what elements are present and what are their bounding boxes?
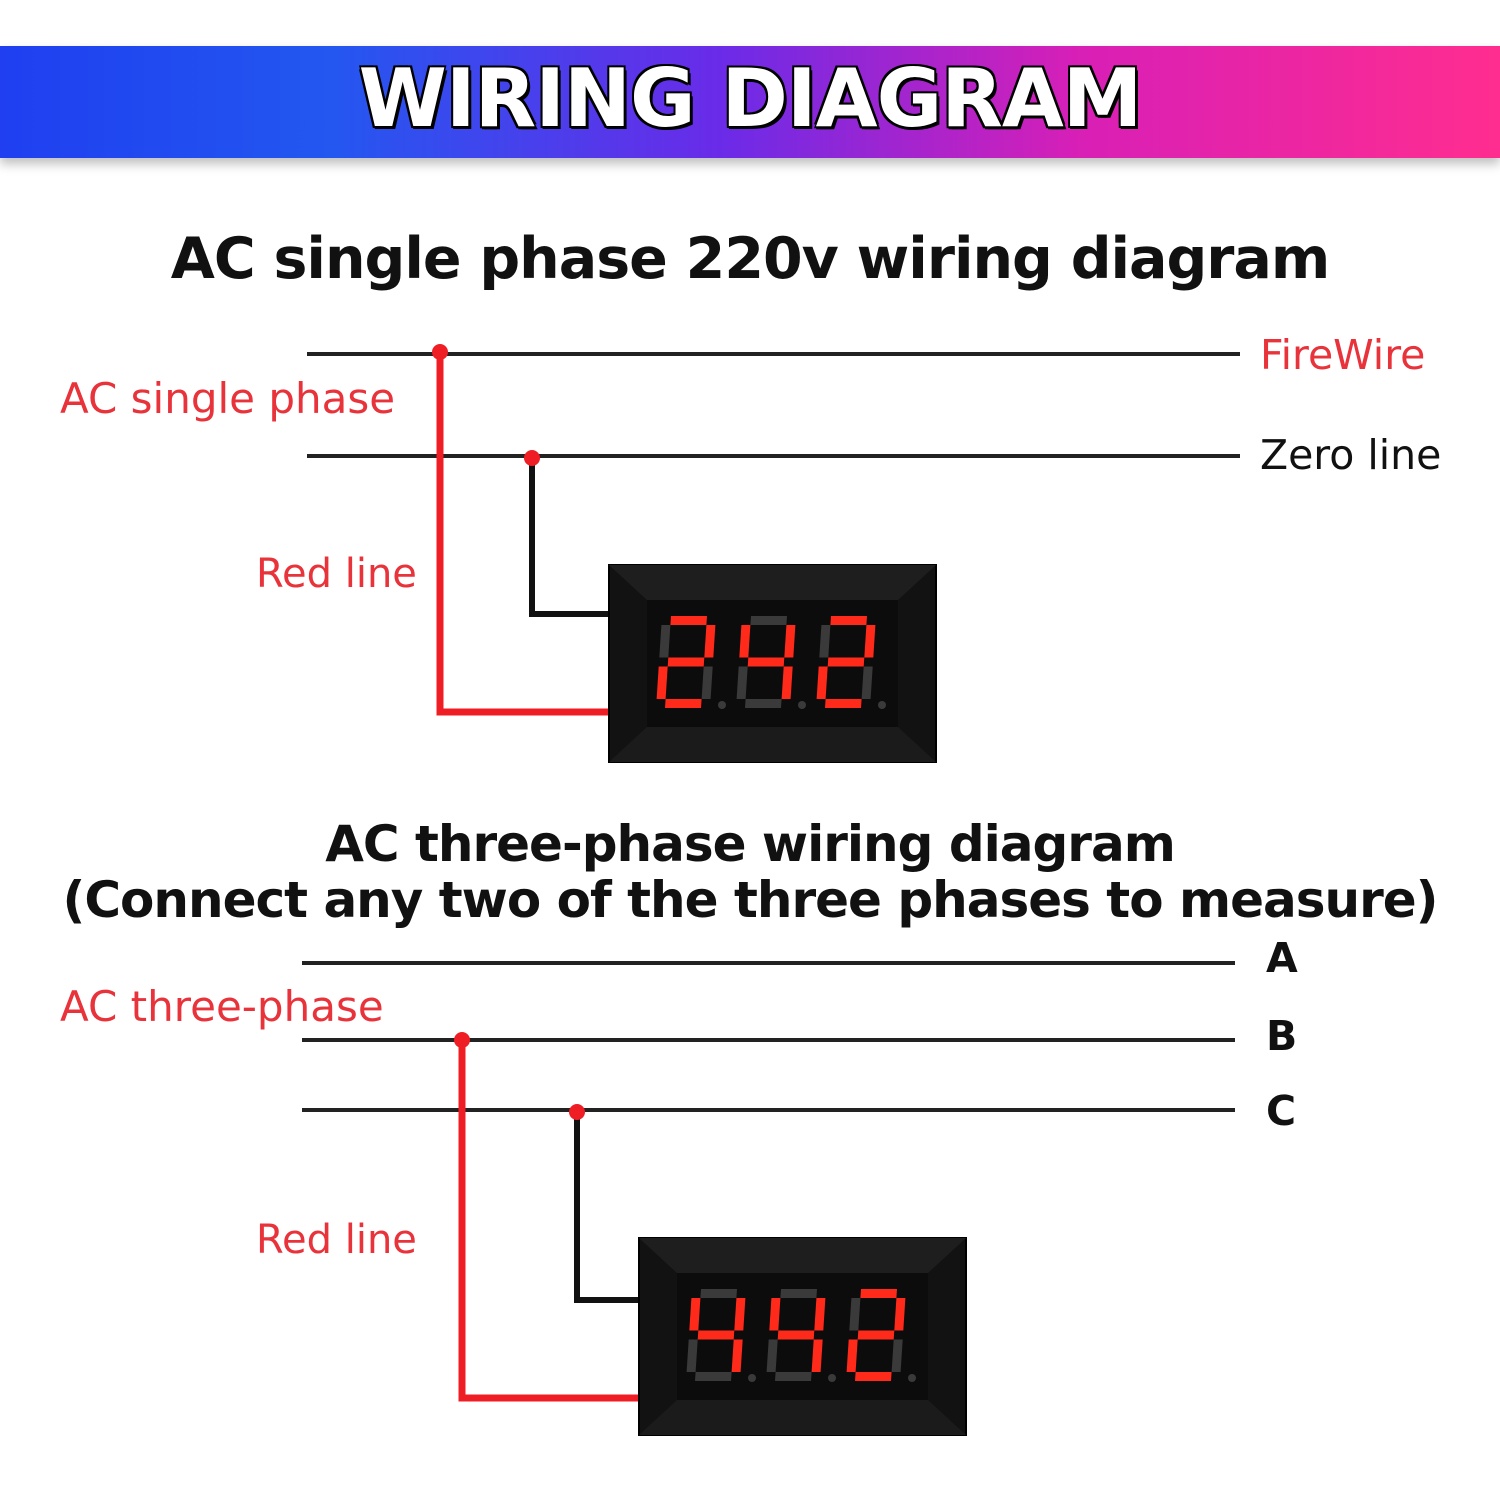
digit-1-segment-b (734, 1298, 746, 1331)
digit-2-segment-d (775, 1372, 812, 1381)
red-wire (458, 1040, 640, 1402)
digit-2-segment-d (745, 699, 782, 708)
red-wire (436, 352, 612, 716)
digit-2-segment-g (777, 1330, 815, 1340)
digit-3-segment-c (891, 1339, 903, 1372)
digit-1-segment-a (700, 1289, 737, 1298)
digit-2-segment-c (781, 666, 793, 699)
digit-1-segment-d (695, 1372, 732, 1381)
three-phase-subheading: (Connect any two of the three phases to … (62, 871, 1439, 929)
digit-3-segment-c (861, 666, 873, 699)
ac-single-phase-label: AC single phase (60, 374, 396, 423)
digit-3-segment-e (846, 1339, 858, 1372)
digit-1-segment-e (656, 666, 668, 699)
firewire-junction-dot (432, 344, 448, 360)
digit-1-segment-g (667, 657, 705, 667)
digit-2-segment-f (739, 625, 751, 658)
digit-2-segment-e (766, 1339, 778, 1372)
meter-digits-three-phase (686, 1289, 916, 1382)
digit-2-decimal-point (798, 701, 806, 709)
digit-2-segment-g (747, 657, 785, 667)
ac-three-phase-label: AC three-phase (60, 982, 384, 1031)
meter-digits-single-phase (656, 616, 886, 709)
three-phase-diagram (302, 961, 1235, 1436)
digit-3-decimal-point (908, 1374, 916, 1382)
digit-2-segment-e (736, 666, 748, 699)
phase-a-label: A (1266, 934, 1298, 982)
banner-title: WIRING DIAGRAM (358, 52, 1143, 145)
digit-1-segment-b (704, 625, 716, 658)
single-phase-heading: AC single phase 220v wiring diagram (170, 226, 1331, 292)
phase-b-junction-dot (454, 1032, 470, 1048)
digit-3-segment-g (857, 1330, 895, 1340)
phase-b-label: B (1266, 1012, 1298, 1060)
digit-2-segment-a (780, 1289, 817, 1298)
digit-2-segment-c (811, 1339, 823, 1372)
single-phase-diagram (307, 344, 1240, 763)
firewire-label: FireWire (1260, 331, 1426, 379)
digit-1-segment-g (697, 1330, 735, 1340)
digit-1-segment-c (731, 1339, 743, 1372)
digit-3-segment-f (849, 1298, 861, 1331)
digit-2-segment-a (750, 616, 787, 625)
voltmeter-single-phase (608, 564, 937, 763)
digit-3-segment-d (825, 699, 862, 708)
phase-c-junction-dot (569, 1104, 585, 1120)
digit-1-decimal-point (748, 1374, 756, 1382)
three-phase-heading: AC three-phase wiring diagram (325, 815, 1176, 873)
red-line-label: Red line (256, 551, 417, 597)
zero-line-junction-dot (524, 450, 540, 466)
black-wire (574, 1112, 640, 1303)
digit-1-segment-f (659, 625, 671, 658)
digit-1-segment-e (686, 1339, 698, 1372)
digit-3-segment-e (816, 666, 828, 699)
digit-3-segment-f (819, 625, 831, 658)
digit-1-segment-a (670, 616, 707, 625)
digit-1-decimal-point (718, 701, 726, 709)
zero-line-label: Zero line (1260, 431, 1442, 479)
digit-2-segment-b (814, 1298, 826, 1331)
digit-3-segment-d (855, 1372, 892, 1381)
voltmeter-three-phase (638, 1237, 967, 1436)
digit-3-segment-a (860, 1289, 897, 1298)
black-wire (529, 458, 612, 617)
digit-3-segment-a (830, 616, 867, 625)
red-line-label: Red line (256, 1217, 417, 1263)
title-banner: WIRING DIAGRAM (0, 46, 1500, 158)
digit-2-segment-b (784, 625, 796, 658)
digit-2-segment-f (769, 1298, 781, 1331)
digit-3-segment-b (864, 625, 876, 658)
digit-1-segment-f (689, 1298, 701, 1331)
digit-1-segment-c (701, 666, 713, 699)
digit-3-segment-g (827, 657, 865, 667)
digit-2-decimal-point (828, 1374, 836, 1382)
digit-1-segment-d (665, 699, 702, 708)
digit-3-decimal-point (878, 701, 886, 709)
digit-3-segment-b (894, 1298, 906, 1331)
phase-c-label: C (1266, 1087, 1297, 1135)
